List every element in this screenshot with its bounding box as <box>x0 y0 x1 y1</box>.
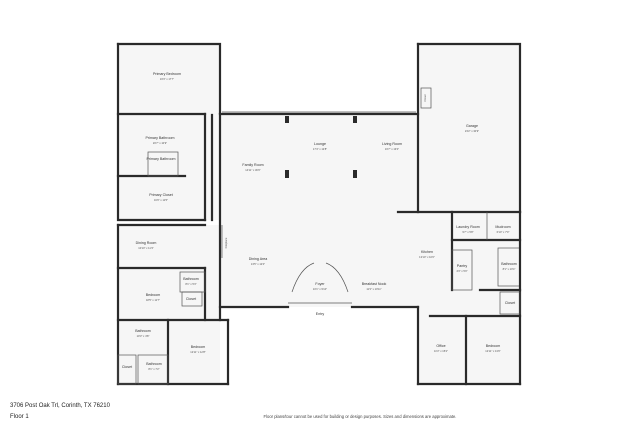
label-office: Office <box>436 344 445 348</box>
disclaimer-text: Floor plans/tour cannot be used for buil… <box>263 414 457 419</box>
dim-bedroom-se: 12'11" x 13'0" <box>485 349 501 353</box>
dim-bedroom-west: 18'5" x 11'7" <box>146 298 160 302</box>
dim-bathroom-east: 8'1" x 10'4" <box>503 267 516 271</box>
label-dining-room: Dining Room <box>136 241 157 245</box>
label-fireplace: Fireplace <box>224 237 228 248</box>
label-lounge: Lounge <box>314 142 326 146</box>
walls <box>116 42 522 386</box>
dim-foyer: 10'1" x 9'10" <box>313 287 327 291</box>
label-breakfast-nook: Breakfast Nook <box>362 282 387 286</box>
label-bathroom-sw2: Bathroom <box>146 362 162 366</box>
label-family-room: Family Room <box>242 163 263 167</box>
dim-primary-bedroom: 16'3" x 17'7" <box>160 77 174 81</box>
dim-mudroom: 6'10" x 7'0" <box>497 230 510 234</box>
dim-laundry-room: 9'7" x 5'8" <box>462 230 473 234</box>
dim-breakfast-nook: 11'3" x 10'11" <box>366 287 381 291</box>
dim-lounge: 17'4" x 12'8" <box>313 147 327 151</box>
label-closet-sw: Closet <box>122 365 132 369</box>
label-garage: Garage <box>466 124 478 128</box>
label-bedroom-se: Bedroom <box>486 344 501 348</box>
dim-living-room: 16'7" x 13'0" <box>385 147 399 151</box>
dim-bedroom-sw: 12'11" x 12'8" <box>190 350 206 354</box>
dim-dining-area: 13'5" x 12'0" <box>251 262 265 266</box>
label-bedroom-sw: Bedroom <box>191 345 206 349</box>
dim-bathroom-sw1: 10'3" x 4'8" <box>137 334 150 338</box>
label-laundry-room: Laundry Room <box>456 225 480 229</box>
label-garage-closet: Closet <box>423 94 427 102</box>
label-closet-west: Closet <box>186 297 196 301</box>
room-labels: Primary Bedroom 16'3" x 17'7" Primary Ba… <box>122 72 517 371</box>
label-closet-east: Closet <box>505 301 515 305</box>
label-bedroom-west: Bedroom <box>146 293 161 297</box>
dim-pantry: 4'3" x 5'0" <box>456 269 467 273</box>
label-primary-bathroom: Primary Bathroom <box>146 136 175 140</box>
label-foyer: Foyer <box>315 282 325 286</box>
floor-fill <box>118 44 520 385</box>
property-address: 3706 Post Oak Trl, Corinth, TX 76210 <box>10 403 110 409</box>
dim-primary-bathroom: 20'7" x 10'9" <box>153 141 167 145</box>
label-bathroom-sw1: Bathroom <box>135 329 151 333</box>
label-dining-area: Dining Area <box>249 257 268 261</box>
label-pantry: Pantry <box>457 264 468 268</box>
label-kitchen: Kitchen <box>421 250 433 254</box>
dim-dining-room: 10'10" x 11'3" <box>138 246 154 250</box>
dim-garage: 23'2" x 30'9" <box>465 129 479 133</box>
dim-office: 11'3" x 15'2" <box>434 349 448 353</box>
label-bathroom-west: Bathroom <box>183 277 199 281</box>
label-mudroom: Mudroom <box>495 225 510 229</box>
label-primary-bedroom: Primary Bedroom <box>153 72 181 76</box>
label-primary-closet: Primary Closet <box>149 193 173 197</box>
label-primary-bathroom-2: Primary Bathroom <box>147 157 176 161</box>
dim-kitchen: 13'10" x 10'0" <box>419 255 435 259</box>
dim-family-room: 14'11" x 30'0" <box>245 168 261 172</box>
label-living-room: Living Room <box>382 142 402 146</box>
label-bathroom-east: Bathroom <box>501 262 517 266</box>
label-entry: Entry <box>316 312 325 316</box>
floor-label: Floor 1 <box>10 414 29 420</box>
dim-primary-closet: 16'0" x 11'5" <box>154 198 168 202</box>
dim-bathroom-sw2: 8'1" x 7'2" <box>148 367 159 371</box>
dim-bathroom-west: 8'1" x 5'3" <box>185 282 196 286</box>
